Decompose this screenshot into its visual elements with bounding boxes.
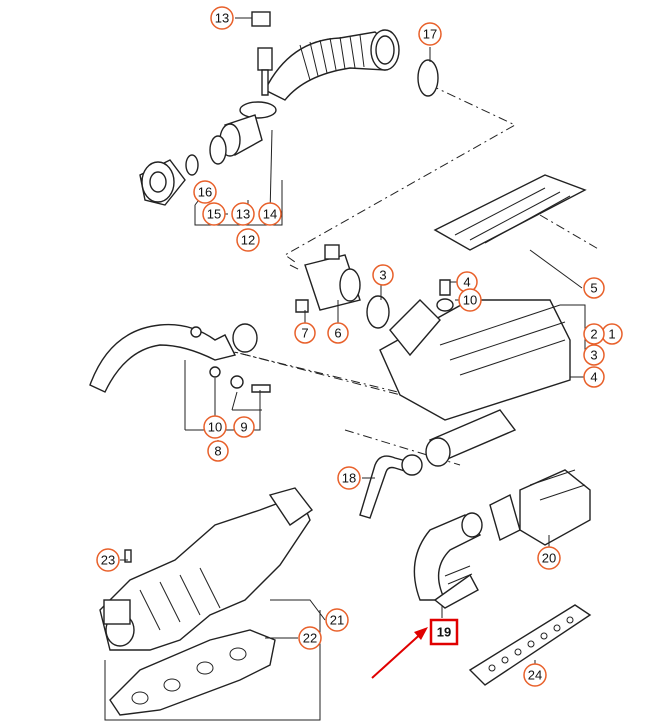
manifold-gasket <box>109 629 276 716</box>
callout-3: 3 <box>372 264 394 286</box>
callout-3: 3 <box>583 344 605 366</box>
intake-manifold <box>99 487 314 651</box>
callout-13: 13 <box>231 202 255 226</box>
callout-12: 12 <box>236 228 260 252</box>
breather-hose-assembly <box>89 323 271 393</box>
svg-text:5: 5 <box>590 281 597 296</box>
svg-text:20: 20 <box>542 551 556 566</box>
air-filter-housing <box>379 174 587 467</box>
callout-10: 10 <box>203 415 227 439</box>
callout-24: 24 <box>523 663 547 687</box>
svg-text:17: 17 <box>423 27 437 42</box>
svg-text:1: 1 <box>608 327 615 342</box>
svg-text:18: 18 <box>342 471 356 486</box>
callout-16: 16 <box>193 180 217 204</box>
svg-text:7: 7 <box>301 326 308 341</box>
resonator <box>489 469 591 546</box>
svg-text:16: 16 <box>198 185 212 200</box>
svg-text:24: 24 <box>528 668 542 683</box>
svg-text:22: 22 <box>303 631 317 646</box>
connecting-hose <box>359 454 423 519</box>
svg-text:19: 19 <box>437 625 451 640</box>
callout-21: 21 <box>325 608 349 632</box>
callout-23: 23 <box>96 548 120 572</box>
callout-22: 22 <box>298 626 322 650</box>
svg-text:4: 4 <box>463 275 470 290</box>
upper-hose-assembly <box>139 11 439 206</box>
callout-19-highlighted: 19 <box>429 618 459 646</box>
callout-8: 8 <box>207 440 229 462</box>
callout-5: 5 <box>583 277 605 299</box>
highlight-arrow <box>371 627 428 679</box>
svg-text:6: 6 <box>334 326 341 341</box>
callout-14: 14 <box>258 202 282 226</box>
svg-text:21: 21 <box>330 613 344 628</box>
svg-text:23: 23 <box>101 553 115 568</box>
callout-7: 7 <box>294 322 316 344</box>
callout-17: 17 <box>418 22 442 46</box>
callout-13: 13 <box>210 6 234 30</box>
seal-strip <box>468 604 592 686</box>
callout-4: 4 <box>583 366 605 388</box>
svg-text:10: 10 <box>463 293 477 308</box>
callout-4: 4 <box>456 271 478 293</box>
airflow-meter <box>295 244 454 329</box>
callout-6: 6 <box>327 322 349 344</box>
leader-lines <box>104 17 602 721</box>
svg-text:8: 8 <box>214 444 221 459</box>
callout-10: 10 <box>458 288 482 312</box>
svg-text:15: 15 <box>207 207 221 222</box>
callout-9: 9 <box>233 416 255 438</box>
svg-text:13: 13 <box>236 207 250 222</box>
svg-text:2: 2 <box>590 327 597 342</box>
callout-18: 18 <box>337 466 361 490</box>
callout-20: 20 <box>537 546 561 570</box>
svg-text:4: 4 <box>590 370 597 385</box>
svg-text:3: 3 <box>590 348 597 363</box>
callout-15: 15 <box>202 202 226 226</box>
svg-text:10: 10 <box>208 420 222 435</box>
svg-text:12: 12 <box>241 233 255 248</box>
callout-1: 1 <box>601 323 623 345</box>
svg-text:9: 9 <box>240 420 247 435</box>
intake-pipe <box>413 512 483 609</box>
callout-2: 2 <box>583 323 605 345</box>
svg-text:13: 13 <box>215 11 229 26</box>
svg-text:14: 14 <box>263 207 277 222</box>
svg-text:3: 3 <box>379 268 386 283</box>
